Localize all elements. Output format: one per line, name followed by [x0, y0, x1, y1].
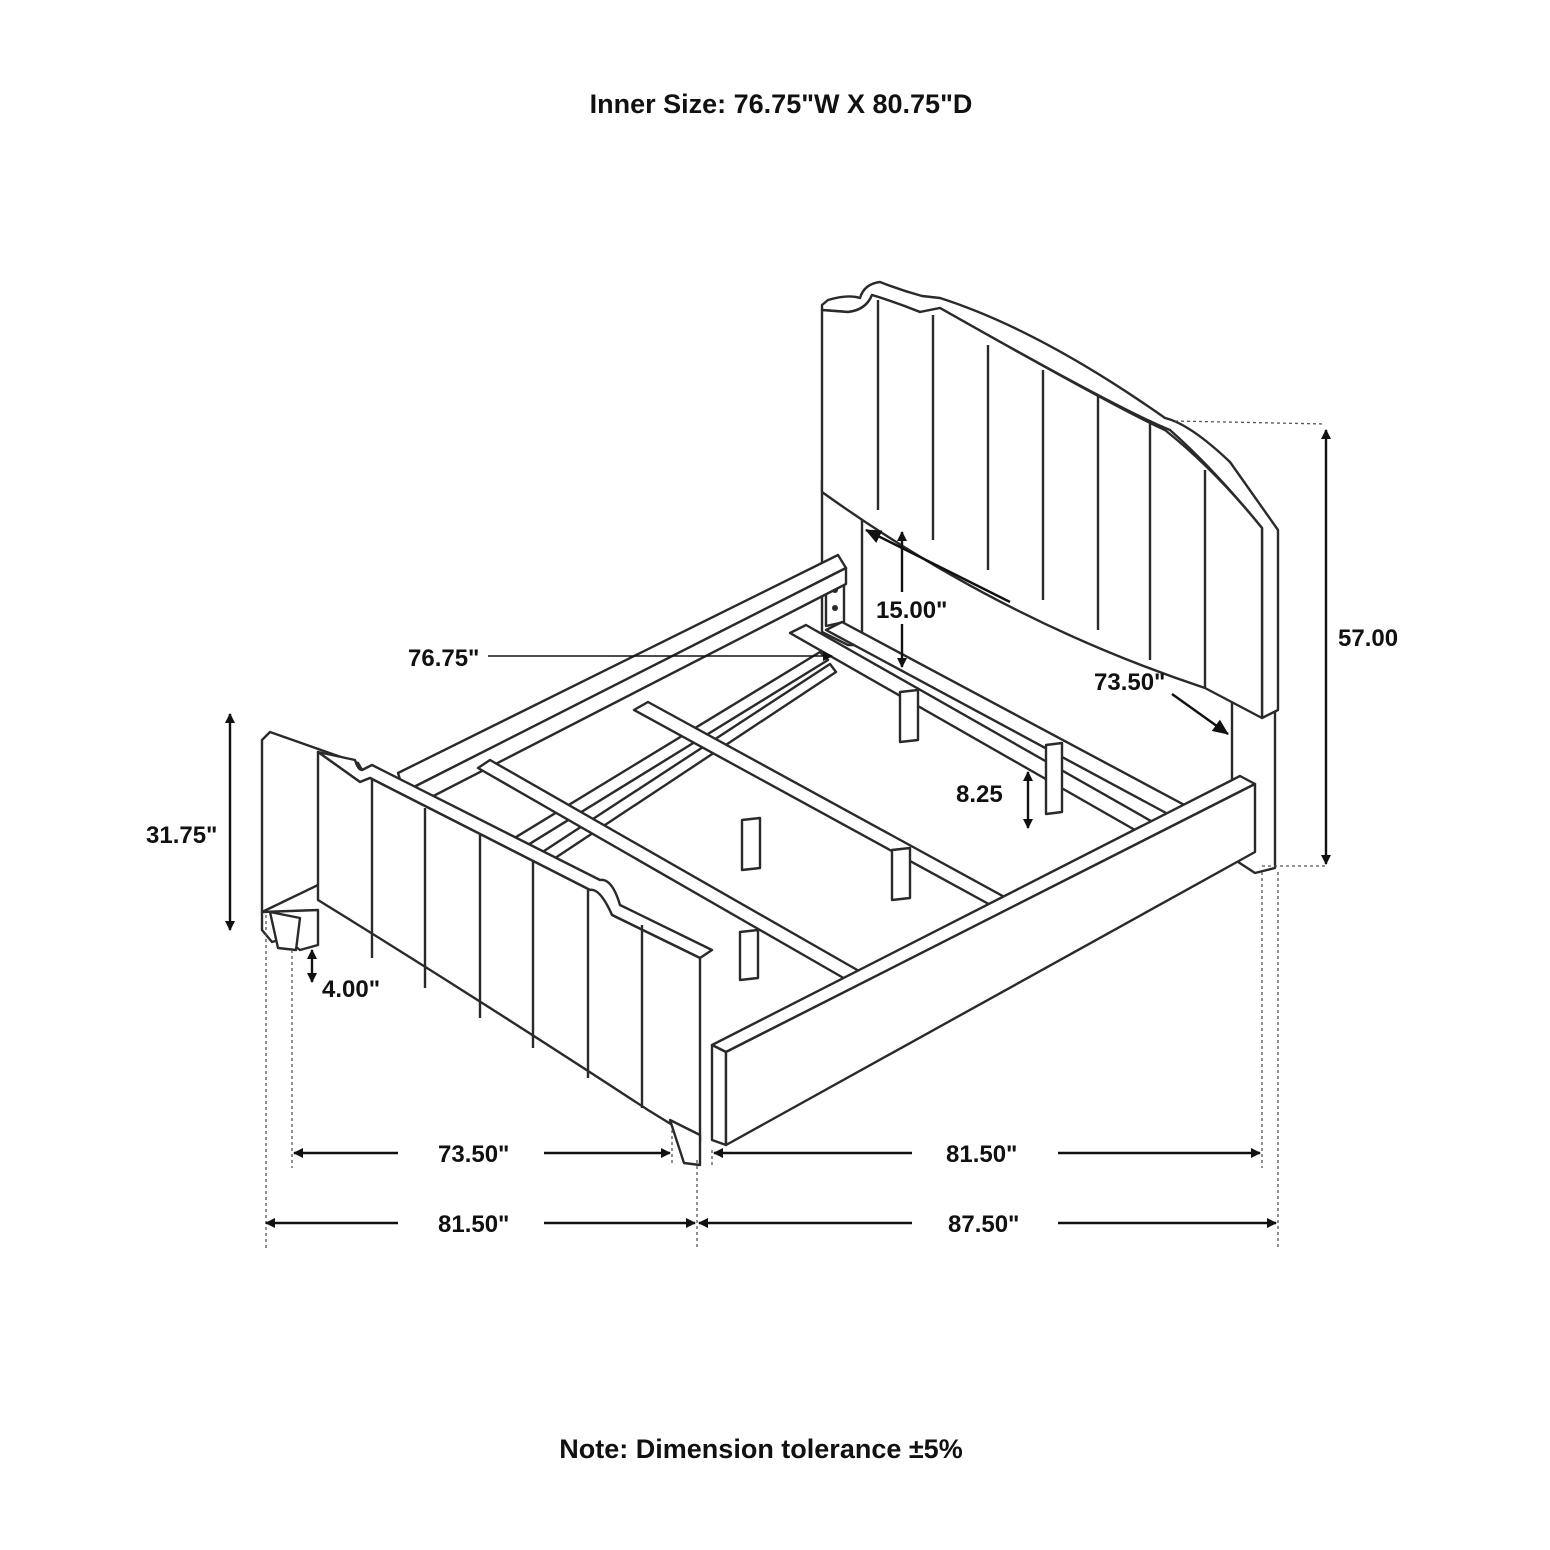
- label-under-bed-clearance: 8.25: [956, 781, 1003, 808]
- extension-lines: [265, 420, 1326, 1248]
- dim-leg-height: 4.00": [307, 949, 380, 1003]
- label-headboard-width: 73.50": [1094, 669, 1165, 696]
- label-leg-height: 4.00": [322, 976, 380, 1003]
- label-headboard-height: 57.00: [1338, 625, 1398, 652]
- dim-overall-length: 87.50": [698, 1211, 1277, 1238]
- footboard-channels: [370, 780, 644, 1108]
- label-slat-clearance: 15.00": [876, 597, 947, 624]
- label-inner-width: 76.75": [408, 645, 479, 672]
- label-overall-length: 87.50": [948, 1211, 1019, 1238]
- dim-headboard-height: 57.00: [1321, 429, 1398, 865]
- center-support: [473, 620, 1237, 986]
- dim-under-bed-clearance: 8.25: [956, 771, 1033, 829]
- footboard: [260, 730, 714, 1167]
- label-side-rail-length: 81.50": [946, 1141, 1017, 1168]
- dim-headboard-width: 73.50": [865, 528, 1229, 735]
- page-title: Inner Size: 76.75"W X 80.75"D: [589, 89, 973, 119]
- headboard-channels: [876, 300, 1207, 688]
- dim-slat-clearance: 15.00": [876, 531, 947, 668]
- dim-inner-width: 76.75": [408, 645, 833, 672]
- right-side-rail: [710, 774, 1257, 1147]
- tolerance-note: Note: Dimension tolerance ±5%: [559, 1434, 963, 1464]
- label-footboard-width: 73.50": [438, 1141, 509, 1168]
- dim-footboard-width: 73.50": [293, 1141, 671, 1168]
- label-footboard-height: 31.75": [146, 822, 217, 849]
- dim-footboard-height: 31.75": [146, 713, 235, 931]
- dim-overall-width: 81.50": [265, 1211, 696, 1238]
- dim-side-rail-length: 81.50": [713, 1141, 1261, 1168]
- label-overall-width: 81.50": [438, 1211, 509, 1238]
